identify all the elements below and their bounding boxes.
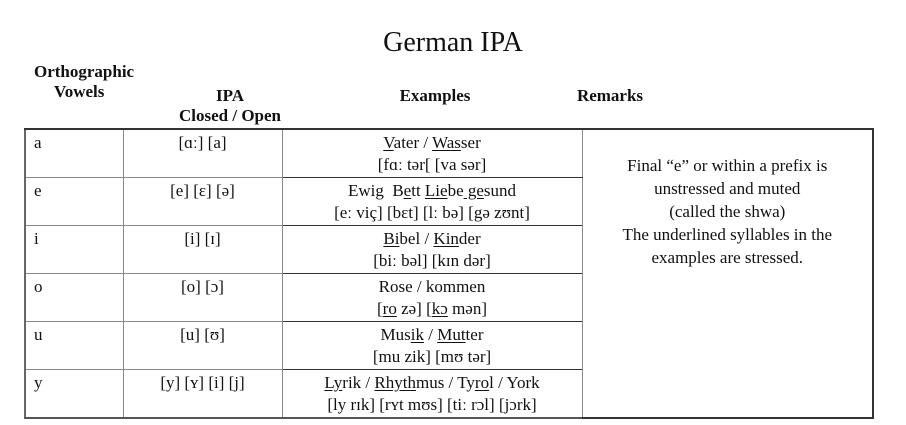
table-row: e [e] [ɛ] [ə] Ewig Bett Liebe gesund [eː… (24, 177, 873, 226)
text-segment: [ (377, 299, 383, 318)
text-segment: der (458, 229, 481, 248)
header-orthographic-line1: Orthographic (34, 62, 135, 81)
text-segment: bel / (399, 229, 434, 248)
text-segment: mən] (447, 299, 487, 318)
header-ipa-line2: Closed / Open (178, 106, 282, 125)
examples-cell: Bibel / Kinder [biː bəl] [kɪn dər] (281, 225, 583, 274)
text-segment: tt (411, 181, 425, 200)
stressed-syllable: ro (474, 373, 490, 392)
vowel-cell: o (24, 273, 124, 322)
examples-transcription: [eː viç] [bɛt] [lː bə] [gə zʊnt] (334, 203, 530, 222)
stressed-syllable: Lie (424, 181, 448, 200)
ipa-cell: [u] [ʊ] (122, 321, 283, 370)
ipa-table: a [ɑː] [a] Vater / Wasser [fɑː tər[ [va … (24, 128, 874, 419)
ipa-cell: [i] [ɪ] (122, 225, 283, 274)
text-segment: ser (460, 133, 481, 152)
remark-line: Final “e” or within a prefix is (627, 156, 828, 175)
stressed-syllable: ro (382, 299, 397, 318)
vowel-cell: y (24, 369, 124, 419)
remark-line: (called the shwa) (669, 202, 786, 221)
stressed-syllable: Bi (383, 229, 400, 248)
ipa-table-body: a [ɑː] [a] Vater / Wasser [fɑː tər[ [va … (24, 128, 874, 419)
text-segment: be (447, 181, 464, 200)
stressed-syllable: Ly (324, 373, 343, 392)
stressed-syllable: ge (463, 181, 484, 200)
text-segment: ter (465, 325, 484, 344)
text-segment: Mus (380, 325, 411, 344)
examples-words: Ewig Bett Liebe gesund (283, 180, 582, 202)
vowel-cell: u (24, 321, 124, 370)
examples-transcription: [ro zə] [kɔ mən] (283, 298, 582, 320)
header-examples: Examples (399, 86, 471, 105)
text-segment: rik / (342, 373, 375, 392)
text-segment: / (423, 325, 438, 344)
examples-words: Rose / kommen (283, 276, 582, 298)
ipa-cell: [e] [ɛ] [ə] (122, 177, 283, 226)
text-segment: ater / (393, 133, 433, 152)
examples-words: Vater / Wasser (283, 132, 582, 154)
ipa-cell: [ɑː] [a] (122, 128, 283, 178)
examples-transcription: [biː bəl] [kɪn dər] (373, 251, 491, 270)
examples-words: Bibel / Kinder (283, 228, 582, 250)
examples-cell: Rose / kommen [ro zə] [kɔ mən] (281, 273, 583, 322)
stressed-syllable: Kin (433, 229, 459, 248)
examples-transcription: [ly rɪk] [rʏt mʊs] [tiː rɔl] [jɔrk] (327, 395, 537, 414)
stressed-syllable: kɔ (431, 299, 448, 318)
vowel-cell: i (24, 225, 124, 274)
header-ipa: IPA Closed / Open (150, 86, 310, 126)
text-segment: sund (483, 181, 517, 200)
header-orthographic-line2: Vowels (54, 82, 105, 101)
header-ipa-line1: IPA (215, 86, 244, 105)
table-row: i [i] [ɪ] Bibel / Kinder [biː bəl] [kɪn … (24, 225, 873, 274)
remark-line: examples are stressed. (651, 248, 804, 267)
text-segment: l / York (489, 373, 540, 392)
text-segment: Ewig B (347, 181, 404, 200)
stressed-syllable: e (403, 181, 412, 200)
header-remarks: Remarks (576, 86, 644, 105)
examples-transcription: [fɑː tər[ [va sər] (377, 155, 487, 174)
examples-cell: Vater / Wasser [fɑː tər[ [va sər] (281, 128, 583, 178)
stressed-syllable: Was (432, 133, 461, 152)
examples-transcription: [mu zik] [mʊ tər] (372, 347, 492, 366)
vowel-cell: e (24, 177, 124, 226)
examples-cell: Ewig Bett Liebe gesund [eː viç] [bɛt] [l… (281, 177, 583, 226)
stressed-syllable: Rhyth (374, 373, 416, 392)
table-row: a [ɑː] [a] Vater / Wasser [fɑː tər[ [va … (24, 128, 874, 419)
examples-words: Lyrik / Rhythmus / Tyrol / York (283, 372, 582, 394)
stressed-syllable: Mut (437, 325, 466, 344)
text-segment: mus / Ty (415, 373, 475, 392)
ipa-cell: [o] [ɔ] (122, 273, 283, 322)
page-title: German IPA (0, 26, 906, 60)
remark-line: The underlined syllables in the (622, 225, 833, 244)
header-orthographic-vowels: Orthographic Vowels (24, 62, 154, 102)
stressed-syllable: ik (410, 325, 424, 344)
remarks-cell: Final “e” or within a prefix is unstress… (581, 128, 874, 419)
ipa-cell: [y] [ʏ] [i] [j] (122, 369, 283, 419)
table-row: y [y] [ʏ] [i] [j] Lyrik / Rhythmus / Tyr… (24, 369, 873, 419)
stressed-syllable: V (383, 133, 394, 152)
page-title-text: German IPA (383, 27, 523, 58)
examples-cell: Musik / Mutter [mu zik] [mʊ tər] (281, 321, 583, 370)
table-row: u [u] [ʊ] Musik / Mutter [mu zik] [mʊ tə… (24, 321, 873, 370)
examples-words: Musik / Mutter (283, 324, 582, 346)
text-segment: Rose / kommen (378, 277, 486, 296)
vowel-cell: a (24, 128, 124, 178)
remark-line: unstressed and muted (654, 179, 801, 198)
examples-cell: Lyrik / Rhythmus / Tyrol / York [ly rɪk]… (281, 369, 583, 419)
text-segment: zə] [ (396, 299, 432, 318)
